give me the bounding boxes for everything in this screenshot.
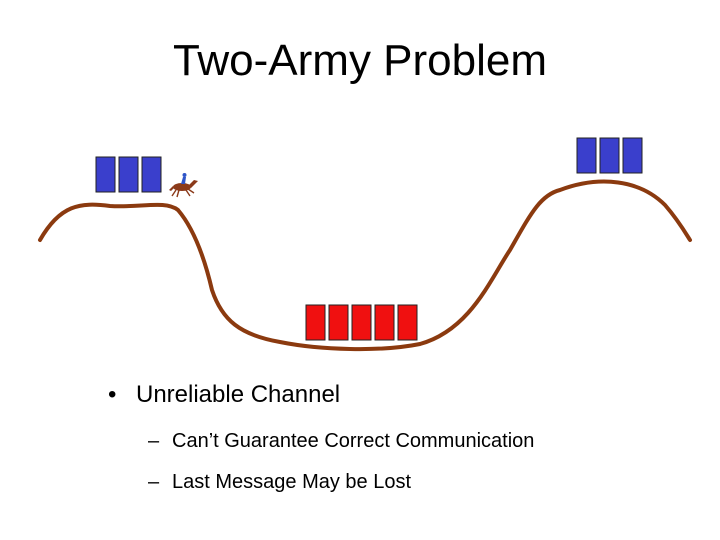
right-blue-army	[576, 137, 643, 174]
horse-rider-icon	[169, 173, 198, 198]
bullet-text: Unreliable Channel	[136, 381, 341, 408]
slide-title: Two-Army Problem	[172, 36, 548, 85]
terrain-curve	[38, 179, 692, 352]
blue-soldier-block	[118, 156, 139, 193]
red-soldier-block	[328, 304, 349, 341]
sub-bullet-marker: –	[148, 471, 160, 493]
blue-soldier-block	[141, 156, 162, 193]
left-blue-army	[95, 156, 162, 193]
red-soldier-block	[397, 304, 418, 341]
bullet-marker: •	[108, 381, 117, 408]
red-army	[305, 304, 418, 341]
sub-bullet-text: Last Message May be Lost	[172, 471, 412, 493]
blue-soldier-block	[599, 137, 620, 174]
sub-bullet-marker: –	[148, 430, 160, 452]
red-soldier-block	[351, 304, 372, 341]
blue-soldier-block	[576, 137, 597, 174]
red-soldier-block	[374, 304, 395, 341]
red-soldier-block	[305, 304, 326, 341]
sub-bullet-text: Can’t Guarantee Correct Communication	[172, 430, 535, 452]
blue-soldier-block	[622, 137, 643, 174]
blue-soldier-block	[95, 156, 116, 193]
